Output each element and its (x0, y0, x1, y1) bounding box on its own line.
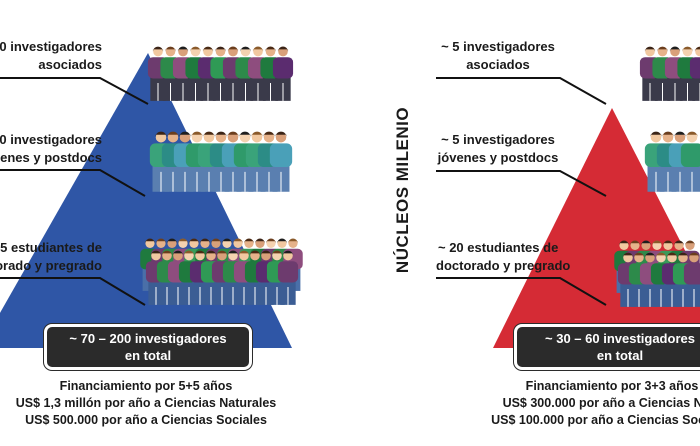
person-figure (260, 46, 281, 101)
pointer-line-right-1 (436, 77, 607, 105)
person-figure (277, 250, 299, 305)
person-figure (683, 252, 700, 307)
person-figure (272, 46, 294, 101)
pointer-line-left-1 (0, 77, 149, 105)
pointer-line-left-2 (0, 169, 146, 197)
pointer-line-left-3 (0, 277, 146, 306)
pointer-line-right-3 (436, 277, 607, 306)
people-illustrations (140, 46, 700, 307)
person-figure (269, 131, 293, 192)
nucleos-milenio-title: NÚCLEOS MILENIO (393, 106, 412, 274)
person-figure (689, 46, 700, 101)
person-figure (680, 131, 700, 192)
pointer-line-right-2 (436, 170, 607, 197)
